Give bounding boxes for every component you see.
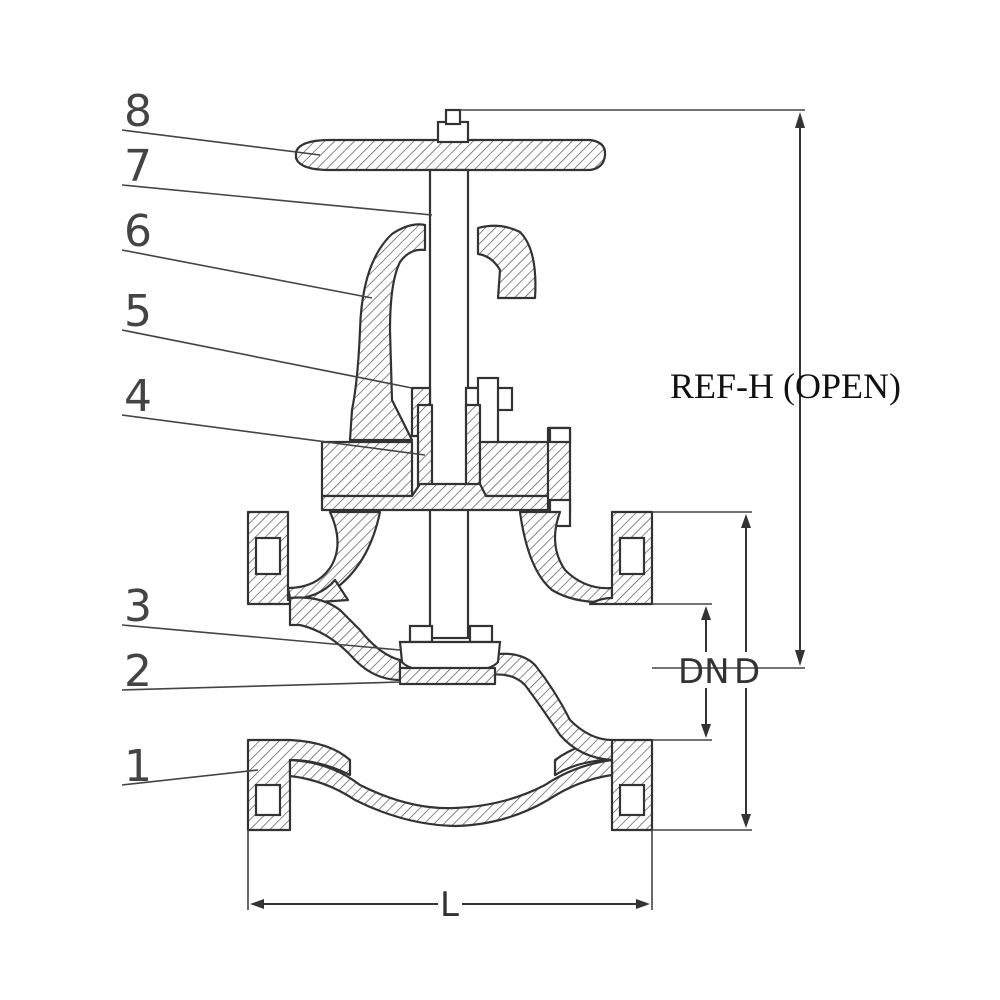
dimension-dn: DN xyxy=(652,603,730,741)
right-flange xyxy=(553,510,654,832)
part-label-3: 3 xyxy=(124,581,152,632)
dimension-ref-h: REF-H (OPEN) xyxy=(460,109,901,669)
part-labels: 8 7 6 5 4 3 2 1 xyxy=(124,86,152,792)
dimension-d: D xyxy=(652,511,760,831)
handwheel xyxy=(294,108,607,172)
part-label-5: 5 xyxy=(124,286,152,337)
ref-h-label: REF-H (OPEN) xyxy=(670,366,901,406)
part-label-8: 8 xyxy=(124,86,152,137)
part-label-4: 4 xyxy=(124,371,152,422)
left-flange xyxy=(246,510,352,832)
dn-label: DN xyxy=(678,652,730,692)
dimension-l: L xyxy=(247,830,653,925)
part-label-1: 1 xyxy=(124,741,152,792)
leader-lines xyxy=(121,129,433,786)
d-label: D xyxy=(734,652,760,692)
yoke xyxy=(348,223,537,442)
l-label: L xyxy=(440,885,459,925)
part-label-7: 7 xyxy=(124,141,152,192)
stem xyxy=(428,168,470,640)
disc-and-seat xyxy=(398,624,502,686)
part-label-6: 6 xyxy=(124,206,152,257)
part-label-2: 2 xyxy=(124,646,152,697)
valve-body xyxy=(288,596,614,828)
